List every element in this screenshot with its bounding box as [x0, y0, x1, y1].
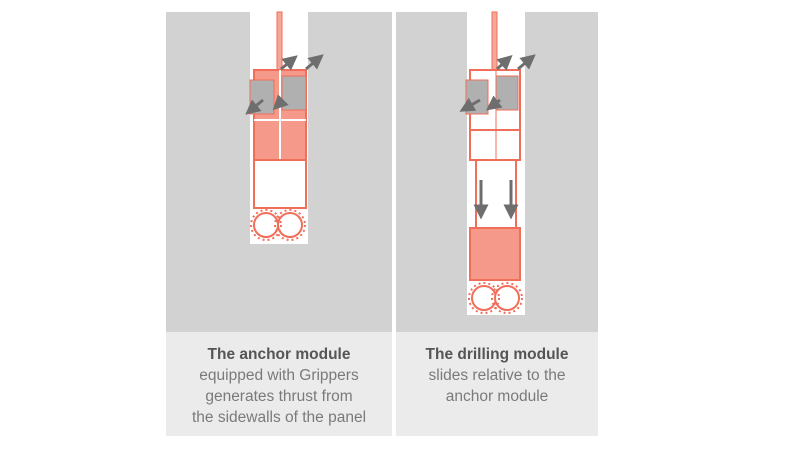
caption-line: anchor module: [445, 388, 549, 405]
gripper-arrow-in: [459, 97, 481, 112]
gripper-left: [465, 79, 489, 115]
cutter-wheels: [253, 212, 303, 238]
drill-rod: [276, 11, 283, 71]
gripper-arrow-out: [280, 55, 298, 71]
gripper-arrow-in: [486, 95, 503, 111]
caption-line: slides relative to the: [428, 367, 566, 384]
drilling-module-diagram: [459, 11, 536, 315]
caption-title: The drilling module: [425, 346, 569, 363]
gripper-arrow-out: [495, 54, 513, 71]
caption-line: the sidewalls of the panel: [191, 409, 367, 426]
gripper-arrow-out: [517, 54, 536, 71]
cutter-teeth: [468, 282, 523, 314]
drilling-module-caption: The drilling module slides relative to t…: [396, 332, 598, 436]
cutter-teeth: [250, 209, 306, 241]
drill-rod: [491, 11, 498, 71]
caption-line: generates thrust from: [205, 388, 353, 405]
drilling-module-extended: [469, 227, 521, 281]
gripper-arrow-out: [305, 54, 324, 71]
gripper-arrow-in: [272, 94, 289, 111]
cutter-wheels: [471, 285, 520, 311]
caption-line: equipped with Grippers: [199, 367, 359, 384]
gripper-right: [281, 75, 307, 111]
anchor-module-caption: The anchor module equipped with Grippers…: [166, 332, 392, 436]
gripper-arrow-in: [245, 98, 264, 115]
anchor-module-diagram: [245, 11, 324, 244]
caption-title: The anchor module: [207, 346, 351, 363]
drilling-module-retracted: [253, 159, 307, 209]
gripper-right: [495, 75, 519, 111]
